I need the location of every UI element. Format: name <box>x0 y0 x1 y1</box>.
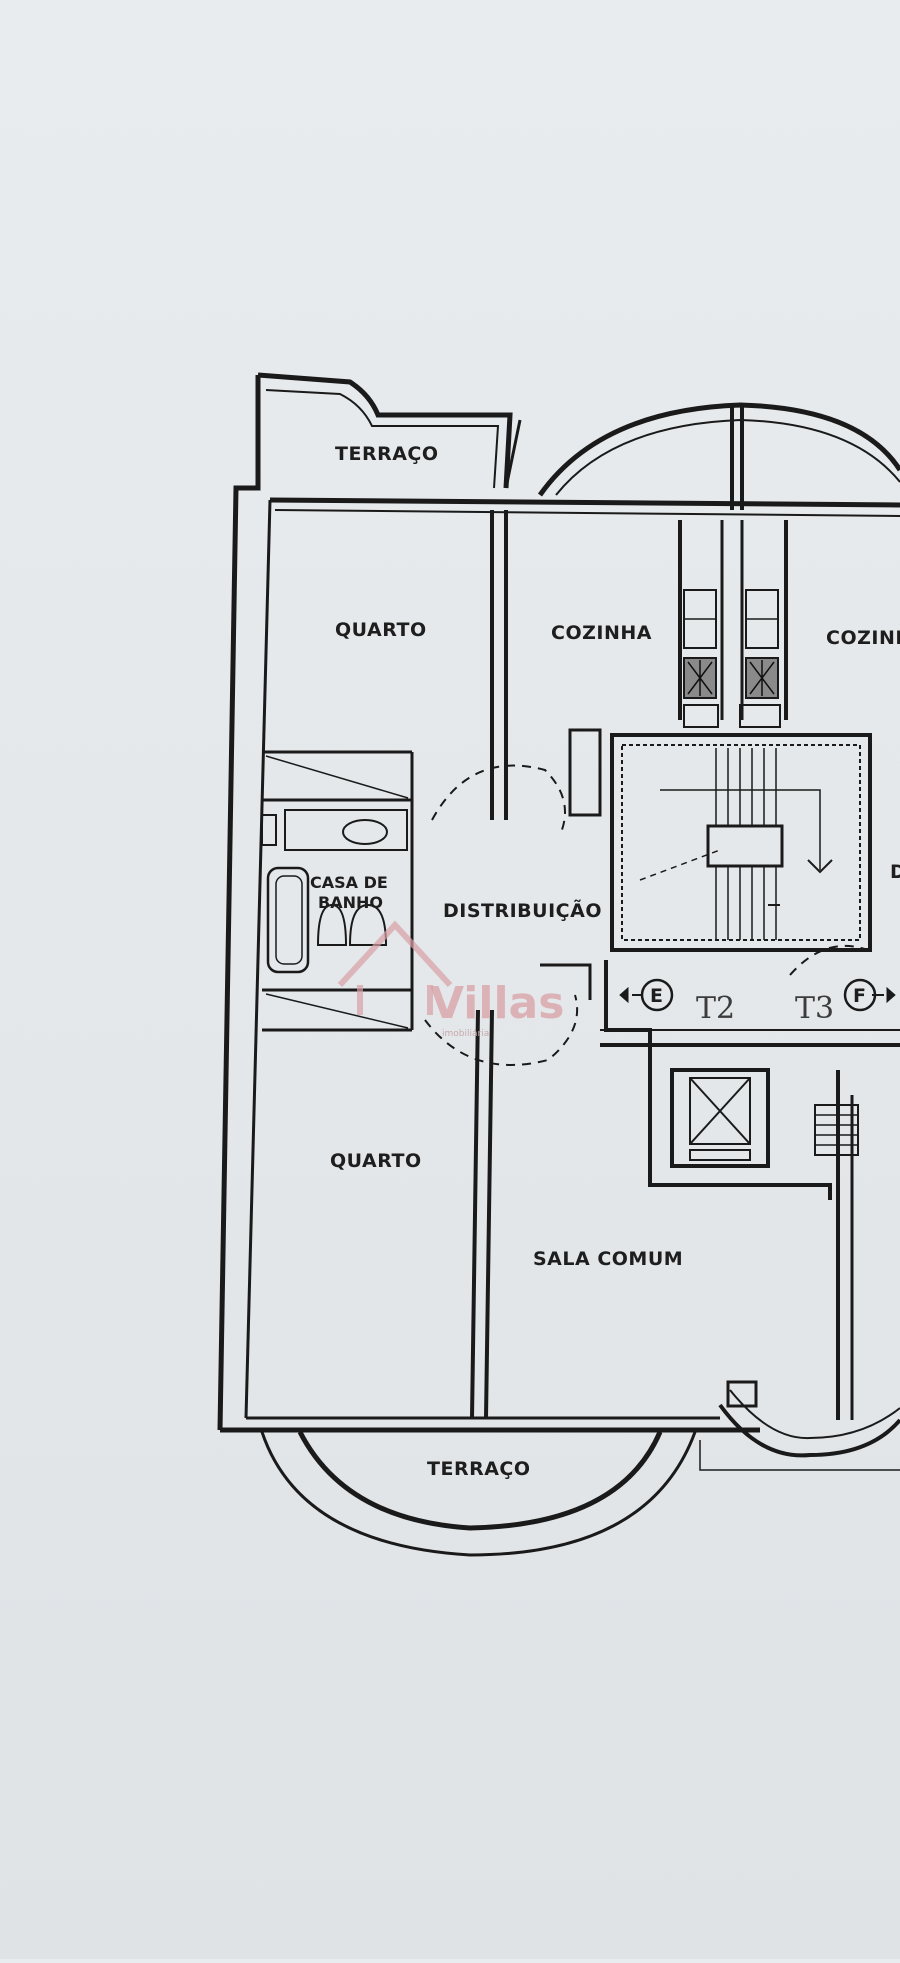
label-bathroom-line2: BANHO <box>318 893 383 912</box>
marker-f-letter: F <box>853 985 866 1007</box>
handwritten-t3: T3 <box>795 991 834 1026</box>
top-bay <box>537 402 900 510</box>
terrace-bottom <box>260 1380 900 1557</box>
landing-and-lift <box>600 960 900 1420</box>
kitchen-counters <box>678 520 788 728</box>
stairwell <box>610 733 872 952</box>
label-bedroom-top: QUARTO <box>335 619 427 641</box>
outer-walls <box>217 375 900 1433</box>
label-kitchen-left: COZINHA <box>551 622 652 644</box>
watermark-tagline: imobiliária <box>442 1029 489 1039</box>
handwritten-t2: T2 <box>696 991 735 1026</box>
marker-e-letter: E <box>650 985 663 1007</box>
watermark-logo: Villas imobiliária <box>337 920 564 1039</box>
label-distribution: DISTRIBUIÇÃO <box>443 898 602 922</box>
interior-walls <box>261 510 602 1419</box>
watermark-brand: Villas <box>430 978 564 1029</box>
terrace-top <box>257 372 522 489</box>
door-swings <box>424 764 869 1066</box>
label-bedroom-bottom: QUARTO <box>330 1150 422 1172</box>
label-terrace-bottom: TERRAÇO <box>427 1458 531 1480</box>
label-partial-right: D <box>890 861 900 883</box>
label-living-room: SALA COMUM <box>533 1248 683 1270</box>
label-kitchen-right: COZINH <box>826 627 900 649</box>
label-terrace-top: TERRAÇO <box>335 443 439 465</box>
label-bathroom-line1: CASA DE <box>310 873 388 892</box>
